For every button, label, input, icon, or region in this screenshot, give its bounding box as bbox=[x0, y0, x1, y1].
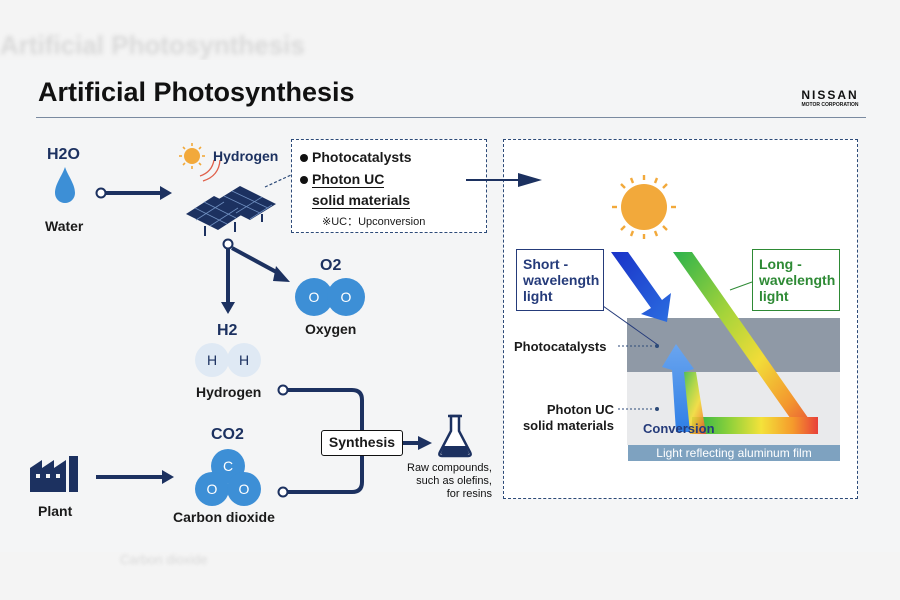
co2-formula: CO2 bbox=[211, 426, 244, 443]
synthesis-box: Synthesis bbox=[321, 430, 403, 456]
photocatalysts-callout: Photocatalysts bbox=[514, 339, 607, 354]
brand-name: NISSAN bbox=[801, 88, 859, 102]
hydrogen-molecule-icon bbox=[195, 343, 261, 377]
co2-atom-o1: O bbox=[207, 481, 218, 497]
catalyst-item-photon-uc-line2: solid materials bbox=[312, 192, 411, 209]
arrow-head-icon bbox=[273, 266, 290, 282]
short-box-connector bbox=[602, 305, 659, 346]
catalyst-info-box: Photocatalysts Photon UC solid materials… bbox=[291, 139, 487, 233]
arrow-head-icon bbox=[518, 173, 542, 187]
factory-icon bbox=[30, 456, 78, 492]
conversion-return-beam bbox=[680, 372, 706, 434]
page-title: Artificial Photosynthesis bbox=[38, 77, 355, 107]
catalyst-item-label: Photon UC bbox=[312, 171, 385, 188]
co2-atom-c: C bbox=[223, 458, 233, 474]
brand-subtitle: MOTOR CORPORATION bbox=[801, 102, 859, 108]
aluminum-film-layer: Light reflecting aluminum film bbox=[628, 445, 840, 461]
ghost-title: Artificial Photosynthesis bbox=[0, 30, 305, 60]
long-line-1: Long - bbox=[759, 256, 802, 272]
panel-to-oxygen-arrow bbox=[231, 246, 281, 276]
short-line-1: Short - bbox=[523, 256, 569, 272]
synthesis-output-text: Raw compounds, such as olefins, for resi… bbox=[392, 462, 492, 501]
uc-line-1: Photon UC bbox=[546, 402, 614, 417]
solar-panel-icon bbox=[186, 186, 276, 236]
large-sun-icon bbox=[612, 175, 676, 239]
oxygen-molecule-icon bbox=[295, 278, 365, 316]
bullet-icon bbox=[300, 176, 308, 184]
hydrogen-atom-2: H bbox=[239, 352, 249, 368]
long-wavelength-label-box: Long - wavelength light bbox=[752, 249, 840, 311]
hydrogen-atom-1: H bbox=[207, 352, 217, 368]
catalyst-item-photocatalysts: Photocatalysts bbox=[300, 149, 412, 165]
conversion-up-arrow bbox=[662, 344, 694, 432]
oxygen-atom-1: O bbox=[309, 289, 320, 305]
arrow-head-icon bbox=[160, 186, 172, 200]
long-wavelength-beam bbox=[673, 252, 818, 432]
hydrogen-to-synthesis-line bbox=[288, 388, 364, 430]
long-box-connector bbox=[729, 281, 753, 291]
long-line-2: wavelength bbox=[759, 272, 836, 288]
solar-hydrogen-label: Hydrogen bbox=[213, 148, 279, 164]
plant-label: Plant bbox=[38, 503, 73, 519]
short-line-3: light bbox=[523, 288, 553, 304]
flow-node bbox=[277, 384, 289, 396]
co2-label: Carbon dioxide bbox=[173, 509, 275, 525]
oxygen-atom-2: O bbox=[341, 289, 352, 305]
nissan-logo: NISSAN MOTOR CORPORATION bbox=[790, 88, 870, 108]
leader-dot bbox=[655, 344, 659, 348]
short-wavelength-arrow bbox=[611, 252, 671, 322]
short-line-2: wavelength bbox=[523, 272, 600, 288]
flow-node bbox=[277, 486, 289, 498]
sun-icon bbox=[179, 143, 221, 182]
arrow-head-icon bbox=[418, 436, 432, 450]
flow-node bbox=[222, 238, 234, 250]
arrow-head-icon bbox=[162, 470, 174, 484]
output-line-1: Raw compounds, bbox=[407, 462, 492, 474]
photon-uc-callout: Photon UC solid materials bbox=[516, 402, 614, 434]
water-drop-icon bbox=[55, 167, 75, 203]
water-label: Water bbox=[45, 218, 84, 234]
bullet-icon bbox=[300, 154, 308, 162]
conversion-label: Conversion bbox=[643, 421, 715, 436]
arrow-head-icon bbox=[221, 302, 235, 314]
hydrogen-label: Hydrogen bbox=[196, 384, 262, 400]
title-divider bbox=[36, 117, 866, 118]
oxygen-label: Oxygen bbox=[305, 321, 357, 337]
co2-molecule-icon bbox=[195, 449, 261, 506]
upconversion-note: ※UC：Upconversion bbox=[322, 216, 426, 228]
uc-line-2: solid materials bbox=[522, 418, 614, 433]
catalyst-item-label: Photocatalysts bbox=[312, 149, 412, 165]
flow-node bbox=[95, 187, 107, 199]
ghost-footer-text: Carbon dioxide bbox=[120, 552, 208, 567]
panel-to-box-connector bbox=[264, 174, 292, 188]
co2-atom-o2: O bbox=[239, 481, 250, 497]
water-formula: H2O bbox=[47, 146, 80, 163]
long-line-3: light bbox=[759, 288, 789, 304]
output-line-3: for resins bbox=[446, 488, 492, 500]
catalyst-item-photon-uc: Photon UC bbox=[300, 171, 385, 188]
flask-icon bbox=[438, 414, 472, 458]
short-wavelength-label-box: Short - wavelength light bbox=[516, 249, 604, 311]
hydrogen-formula: H2 bbox=[217, 322, 238, 339]
reflected-beam bbox=[692, 417, 818, 434]
output-line-2: such as olefins, bbox=[416, 475, 492, 487]
leader-dot bbox=[655, 407, 659, 411]
catalyst-item-label: solid materials bbox=[312, 192, 411, 209]
co2-to-synthesis-line bbox=[288, 456, 364, 494]
oxygen-formula: O2 bbox=[320, 257, 342, 274]
